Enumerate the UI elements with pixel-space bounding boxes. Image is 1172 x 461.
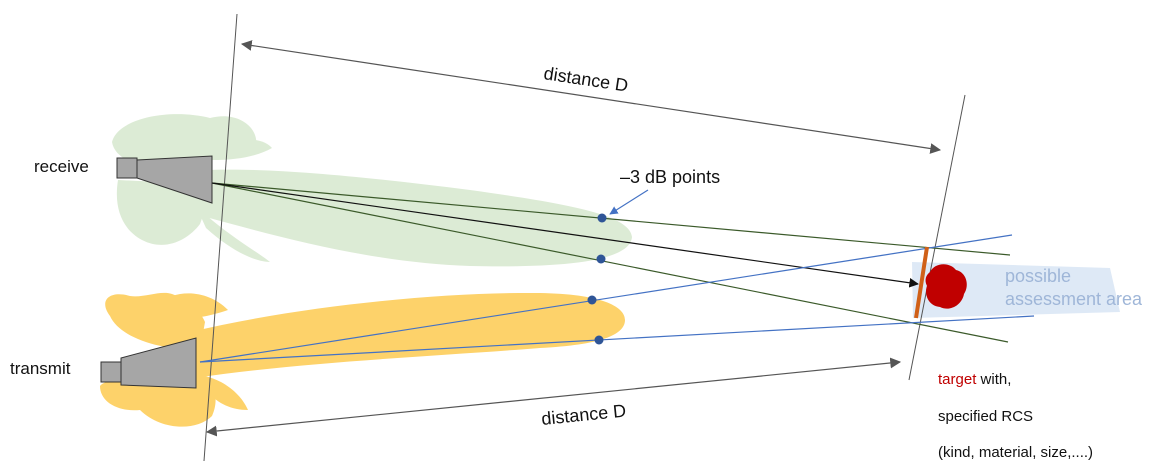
distance-label-top: distance D	[542, 63, 629, 95]
specified-rcs-label: specified RCS	[938, 408, 1033, 425]
db-points-pointer	[609, 189, 649, 215]
distance-arrow-bottom	[205, 357, 902, 437]
distance-label-bottom: distance D	[540, 400, 627, 428]
target-blob-icon	[925, 264, 967, 309]
db-point	[587, 295, 597, 305]
horn-antenna-icon	[100, 337, 197, 389]
receive-label: receive	[34, 157, 89, 176]
target-properties-label: (kind, material, size,....)	[938, 444, 1093, 461]
db-point-markers	[587, 213, 607, 345]
target-label: target with,	[938, 371, 1011, 388]
transmit-label: transmit	[10, 359, 71, 378]
db-point	[594, 335, 604, 345]
target-rest: with,	[976, 371, 1011, 388]
receive-boresight-arrow	[211, 182, 919, 288]
target-reference-line	[908, 94, 966, 381]
db-point	[596, 254, 606, 264]
db-point	[597, 213, 607, 223]
db-points-label: –3 dB points	[620, 167, 720, 187]
receive-beam-lines	[211, 182, 1011, 343]
horn-antenna-icon	[116, 155, 213, 204]
transmit-beam-lines	[199, 234, 1035, 363]
assessment-area-label-line1: possible	[1005, 266, 1071, 286]
target-word: target	[938, 371, 977, 388]
distance-arrow-top	[240, 40, 942, 154]
target-plane	[914, 246, 929, 319]
assessment-area-label-line2: assessment area	[1005, 289, 1143, 309]
